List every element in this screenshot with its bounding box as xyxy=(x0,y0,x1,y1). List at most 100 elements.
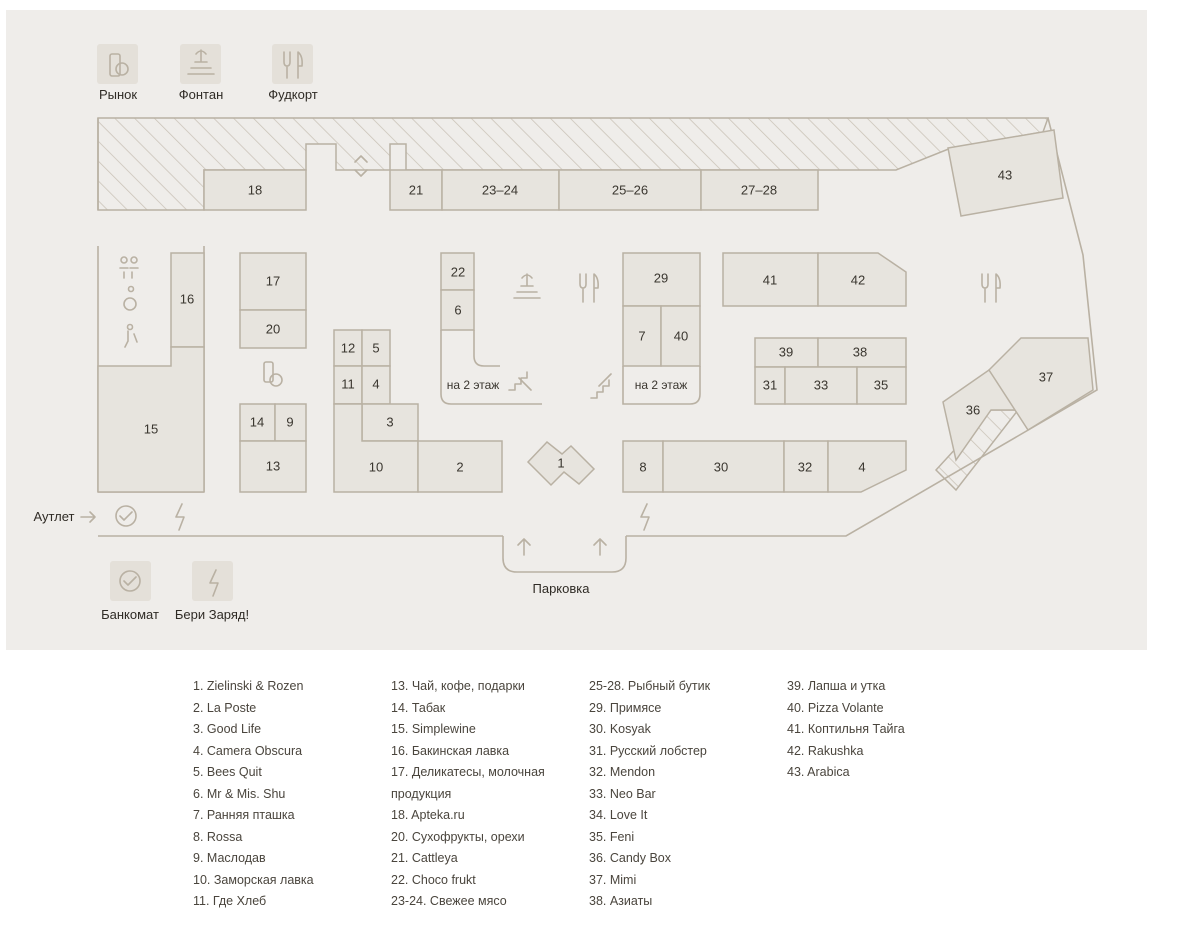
shop-1[interactable]: 1 xyxy=(526,440,596,487)
legend-item[interactable]: 1. Zielinski & Rozen xyxy=(193,679,304,693)
shop-20[interactable]: 20 xyxy=(239,309,307,349)
legend-item[interactable]: 40. Pizza Volante xyxy=(787,700,884,715)
shop-35[interactable]: 35 xyxy=(856,366,907,405)
shop-6[interactable]: 6 xyxy=(440,289,475,331)
shop-38[interactable]: 38 xyxy=(817,337,907,368)
legend-item[interactable]: 18. Apteka.ru xyxy=(391,808,465,822)
shop-41[interactable]: 41 xyxy=(722,252,819,307)
shop-43[interactable]: 43 xyxy=(947,129,1064,217)
legend-column-2: 13. Чай, кофе, подарки 14. Табак 15. Simpl… xyxy=(391,676,581,913)
shop-8[interactable]: 8 xyxy=(622,440,664,493)
shop-37[interactable]: 37 xyxy=(988,337,1094,432)
legend-item[interactable]: 39. Лапша и утка xyxy=(787,679,886,693)
shop-36[interactable]: 36 xyxy=(942,368,1020,462)
legend-item[interactable]: 36. Candy Box xyxy=(589,851,671,865)
accessibility-icon xyxy=(123,285,137,311)
svg-text:42: 42 xyxy=(851,272,865,287)
legend-item[interactable]: 10. Заморская лавка xyxy=(193,872,314,887)
shop-31[interactable]: 31 xyxy=(754,366,786,405)
legend-item[interactable]: 22. Choco frukt xyxy=(391,872,476,887)
stairs-icon-right xyxy=(590,379,610,399)
legend-item[interactable]: 6. Mr & Mis. Shu xyxy=(193,786,286,801)
svg-text:14: 14 xyxy=(250,414,264,429)
svg-text:1: 1 xyxy=(557,455,564,470)
shop-10[interactable]: 10 xyxy=(333,403,419,493)
legend-item[interactable]: 23-24. Свежее мясо xyxy=(391,894,507,908)
legend-item[interactable]: 41. Коптильня Тайга xyxy=(787,722,905,736)
legend-item[interactable]: 7. Ранняя пташка xyxy=(193,808,295,822)
shop-17[interactable]: 17 xyxy=(239,252,307,311)
legend-item[interactable]: 13. Чай, кофе, подарки xyxy=(391,679,525,693)
shop-23-24[interactable]: 23–24 xyxy=(441,169,560,211)
legend-item[interactable]: 34. Love It xyxy=(589,808,648,822)
shop-25-26[interactable]: 25–26 xyxy=(558,169,702,211)
shop-11[interactable]: 11 xyxy=(333,365,363,405)
legend-item[interactable]: 21. Cattleya xyxy=(391,851,458,865)
mall-map: Рынок Фонтан Фудкорт 18 21 23–24 25–26 2… xyxy=(6,10,1147,650)
shop-15[interactable]: 15 xyxy=(97,346,205,493)
legend-item[interactable]: 20. Сухофрукты, орехи xyxy=(391,829,525,844)
legend-item[interactable]: 29. Примясе xyxy=(589,700,662,715)
shop-30[interactable]: 30 xyxy=(662,440,785,493)
svg-text:36: 36 xyxy=(966,402,980,417)
svg-text:15: 15 xyxy=(144,421,158,436)
wall-outer xyxy=(98,117,1098,537)
atm-label: Банкомат xyxy=(101,607,159,622)
shop-42[interactable]: 42 xyxy=(817,252,907,307)
legend-item[interactable]: 37. Mimi xyxy=(589,872,637,887)
svg-text:9: 9 xyxy=(286,414,293,429)
shop-33[interactable]: 33 xyxy=(784,366,858,405)
svg-text:2: 2 xyxy=(456,459,463,474)
legend-item[interactable]: 11. Где Хлеб xyxy=(193,894,267,908)
svg-text:13: 13 xyxy=(266,458,280,473)
legend-item[interactable]: 42. Rakushka xyxy=(787,743,864,758)
charge-map-icon-left xyxy=(175,503,185,531)
svg-text:17: 17 xyxy=(266,273,280,288)
shop-21[interactable]: 21 xyxy=(389,169,443,211)
legend-item[interactable]: 2. La Poste xyxy=(193,700,257,715)
shop-29[interactable]: 29 xyxy=(622,252,701,307)
legend-item[interactable]: 17. Деликатесы, молочная продукция xyxy=(391,765,545,801)
legend-item[interactable]: 3. Good Life xyxy=(193,722,262,736)
legend-item[interactable]: 4. Camera Obscura xyxy=(193,743,303,758)
charge-icon xyxy=(192,561,233,601)
shop-39[interactable]: 39 xyxy=(754,337,819,368)
legend-item[interactable]: 8. Rossa xyxy=(193,829,243,844)
outlet-label: Аутлет xyxy=(33,509,74,524)
legend-item[interactable]: 33. Neo Bar xyxy=(589,786,656,801)
shop-32[interactable]: 32 xyxy=(783,440,829,493)
shop-7[interactable]: 7 xyxy=(622,305,662,367)
legend-item[interactable]: 30. Kosyak xyxy=(589,722,651,736)
shop-40[interactable]: 40 xyxy=(660,305,701,367)
svg-text:33: 33 xyxy=(814,377,828,392)
legend-item[interactable]: 31. Русский лобстер xyxy=(589,743,707,758)
legend-item[interactable]: 43. Arabica xyxy=(787,765,850,779)
svg-text:30: 30 xyxy=(714,459,728,474)
shop-16[interactable]: 16 xyxy=(170,252,205,348)
legend-item[interactable]: 35. Feni xyxy=(589,829,635,844)
shop-13[interactable]: 13 xyxy=(239,440,307,493)
legend-item[interactable]: 9. Маслодав xyxy=(193,851,266,865)
legend-item[interactable]: 25-28. Рыбный бутик xyxy=(589,679,711,693)
svg-text:27–28: 27–28 xyxy=(741,182,777,197)
legend-item[interactable]: 32. Mendon xyxy=(589,765,656,779)
legend-item[interactable]: 14. Табак xyxy=(391,700,446,715)
shop-4-right[interactable]: 4 xyxy=(827,440,907,493)
shop-22[interactable]: 22 xyxy=(440,252,475,291)
shop-27-28[interactable]: 27–28 xyxy=(700,169,819,211)
shop-14[interactable]: 14 xyxy=(239,403,276,442)
stairs-icon-left xyxy=(508,371,528,391)
foodcourt-right-icon xyxy=(981,273,1001,303)
svg-text:31: 31 xyxy=(763,377,777,392)
shop-9[interactable]: 9 xyxy=(274,403,307,442)
legend-item[interactable]: 15. Simplewine xyxy=(391,722,476,736)
legend-item[interactable]: 16. Бакинская лавка xyxy=(391,743,510,758)
shop-5[interactable]: 5 xyxy=(361,329,391,367)
shop-18[interactable]: 18 xyxy=(203,169,307,211)
shop-4-left[interactable]: 4 xyxy=(361,365,391,405)
legend-item[interactable]: 5. Bees Quit xyxy=(193,765,262,779)
shop-12[interactable]: 12 xyxy=(333,329,363,367)
shop-2[interactable]: 2 xyxy=(417,440,503,493)
legend-item[interactable]: 38. Азиаты xyxy=(589,894,653,908)
svg-text:32: 32 xyxy=(798,459,812,474)
